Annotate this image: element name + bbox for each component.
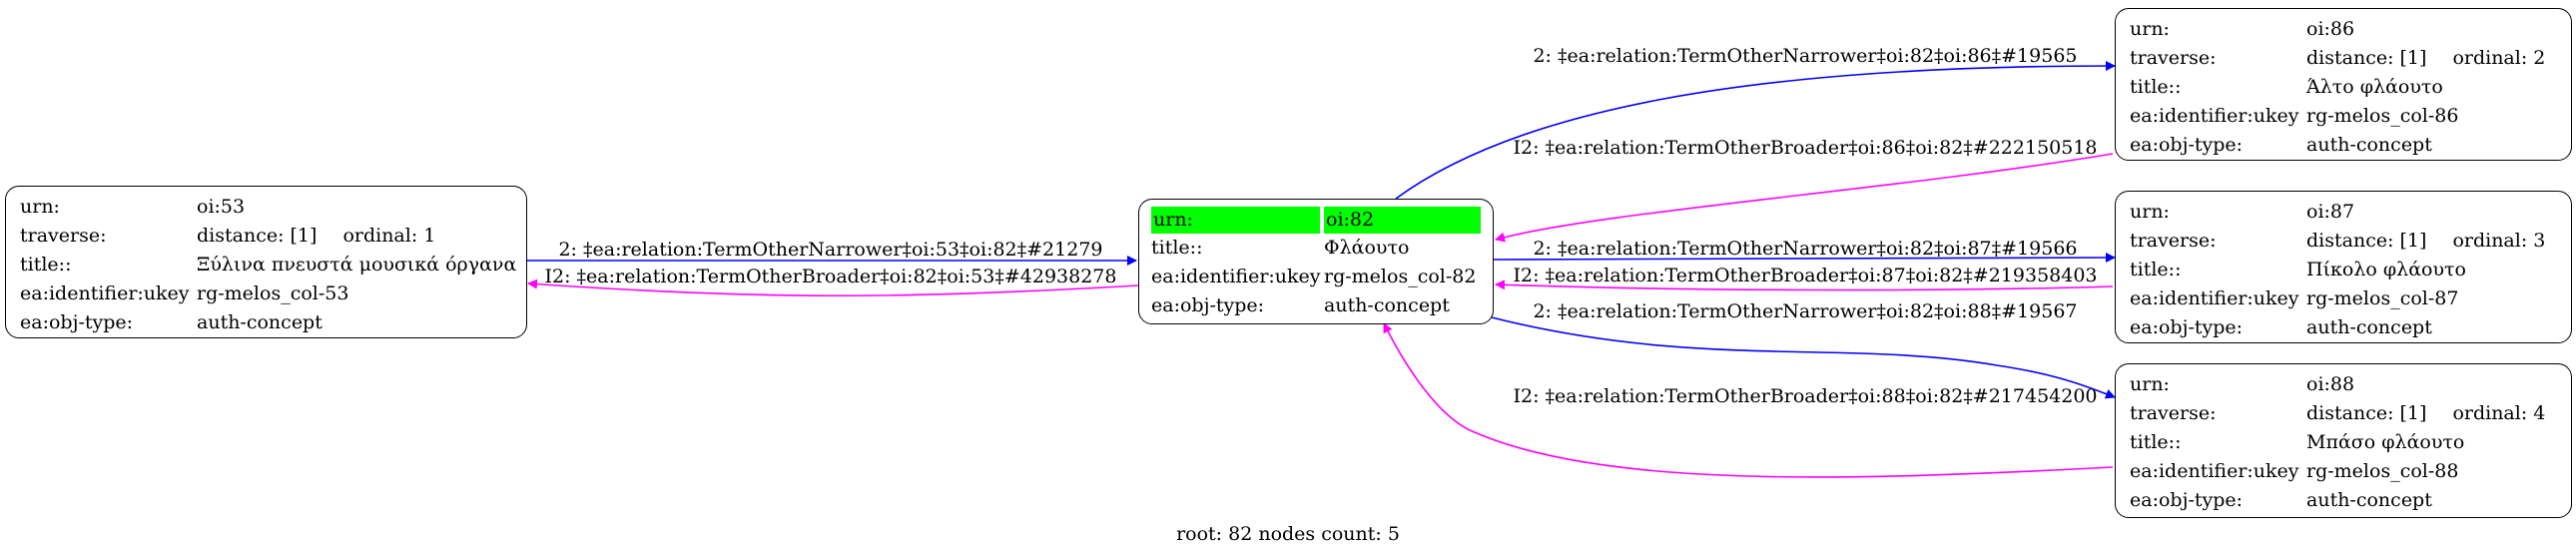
- node-row-objtype: ea:obj-type:auth-concept: [2130, 489, 2432, 511]
- edge-87-broader: [1495, 279, 2114, 291]
- node-urn-value: oi:53: [197, 196, 246, 218]
- node-oi-88[interactable]: urn:oi:88 traverse:distance: [1]ordinal:…: [2115, 363, 2572, 518]
- node-row-urn: urn:oi:88: [2130, 370, 2571, 399]
- node-row-urn: urn:oi:86: [2130, 15, 2571, 44]
- node-row-title: title::Ξύλινα πνευστά μουσικά όργανα: [20, 251, 526, 279]
- node-title-value: Πίκολο φλάουτο: [2306, 259, 2466, 280]
- edge-label-87-narrower: 2: ‡ea:relation:TermOtherNarrower‡oi:82‡…: [1533, 238, 2077, 260]
- edge-86-narrower: [1395, 61, 2116, 200]
- root-row-title: title::Φλάουτο: [1151, 234, 1493, 263]
- edge-label-86-narrower: 2: ‡ea:relation:TermOtherNarrower‡oi:82‡…: [1533, 45, 2077, 67]
- node-oi-86[interactable]: urn:oi:86 traverse:distance: [1]ordinal:…: [2115, 8, 2572, 161]
- node-oi-82-root[interactable]: urn:oi:82 title::Φλάουτο ea:identifier:u…: [1138, 199, 1494, 324]
- node-oi-87[interactable]: urn:oi:87 traverse:distance: [1]ordinal:…: [2115, 191, 2572, 343]
- node-row-traverse: traverse:distance: [1]ordinal: 3: [2130, 230, 2546, 252]
- root-title-value: Φλάουτο: [1324, 237, 1410, 259]
- node-row-title: title::Άλτο φλάουτο: [2130, 73, 2571, 102]
- node-title-value: Μπάσο φλάουτο: [2306, 431, 2465, 453]
- node-row-urn: urn:oi:87: [2130, 198, 2571, 227]
- node-title-value: Ξύλινα πνευστά μουσικά όργανα: [197, 254, 517, 276]
- node-row-objtype: ea:obj-type:auth-concept: [2130, 134, 2432, 156]
- edge-86-broader: [1495, 153, 2114, 243]
- node-row-objtype: ea:obj-type:auth-concept: [20, 311, 322, 333]
- node-row-title: title::Μπάσο φλάουτο: [2130, 428, 2571, 457]
- edge-label-86-broader: I2: ‡ea:relation:TermOtherBroader‡oi:86‡…: [1513, 137, 2097, 159]
- node-row-urn: urn:oi:53: [20, 193, 526, 222]
- edge-label-53-narrower: 2: ‡ea:relation:TermOtherNarrower‡oi:53‡…: [558, 239, 1102, 261]
- root-row-objtype: ea:obj-type:auth-concept: [1151, 294, 1450, 316]
- edge-label-87-broader: I2: ‡ea:relation:TermOtherBroader‡oi:87‡…: [1513, 265, 2097, 286]
- edge-88-broader: [1383, 322, 2114, 478]
- node-urn-value: oi:88: [2306, 373, 2355, 395]
- node-urn-value: oi:87: [2306, 201, 2355, 223]
- graph-footer: root: 82 nodes count: 5: [1176, 523, 1400, 545]
- edge-label-88-broader: I2: ‡ea:relation:TermOtherBroader‡oi:88‡…: [1513, 385, 2097, 407]
- node-oi-53[interactable]: urn:oi:53 traverse:distance: [1]ordinal:…: [5, 186, 527, 338]
- edge-87-narrower: [1493, 253, 2116, 264]
- edge-label-88-narrower: 2: ‡ea:relation:TermOtherNarrower‡oi:82‡…: [1533, 300, 2077, 322]
- node-row-traverse: traverse:distance: [1]ordinal: 4: [2130, 402, 2546, 424]
- edge-53-broader: [527, 278, 1139, 297]
- node-row-objtype: ea:obj-type:auth-concept: [2130, 316, 2432, 338]
- node-title-value: Άλτο φλάουτο: [2306, 76, 2443, 98]
- node-row-traverse: traverse:distance: [1]ordinal: 1: [20, 225, 436, 247]
- node-row-traverse: traverse:distance: [1]ordinal: 2: [2130, 47, 2546, 69]
- root-row-urn: urn:oi:82: [1151, 207, 1493, 234]
- edge-88-narrower: [1491, 316, 2116, 399]
- root-urn-value: oi:82: [1324, 207, 1481, 234]
- edge-label-53-broader: I2: ‡ea:relation:TermOtherBroader‡oi:82‡…: [545, 266, 1117, 287]
- node-row-title: title::Πίκολο φλάουτο: [2130, 256, 2571, 284]
- node-urn-value: oi:86: [2306, 18, 2355, 40]
